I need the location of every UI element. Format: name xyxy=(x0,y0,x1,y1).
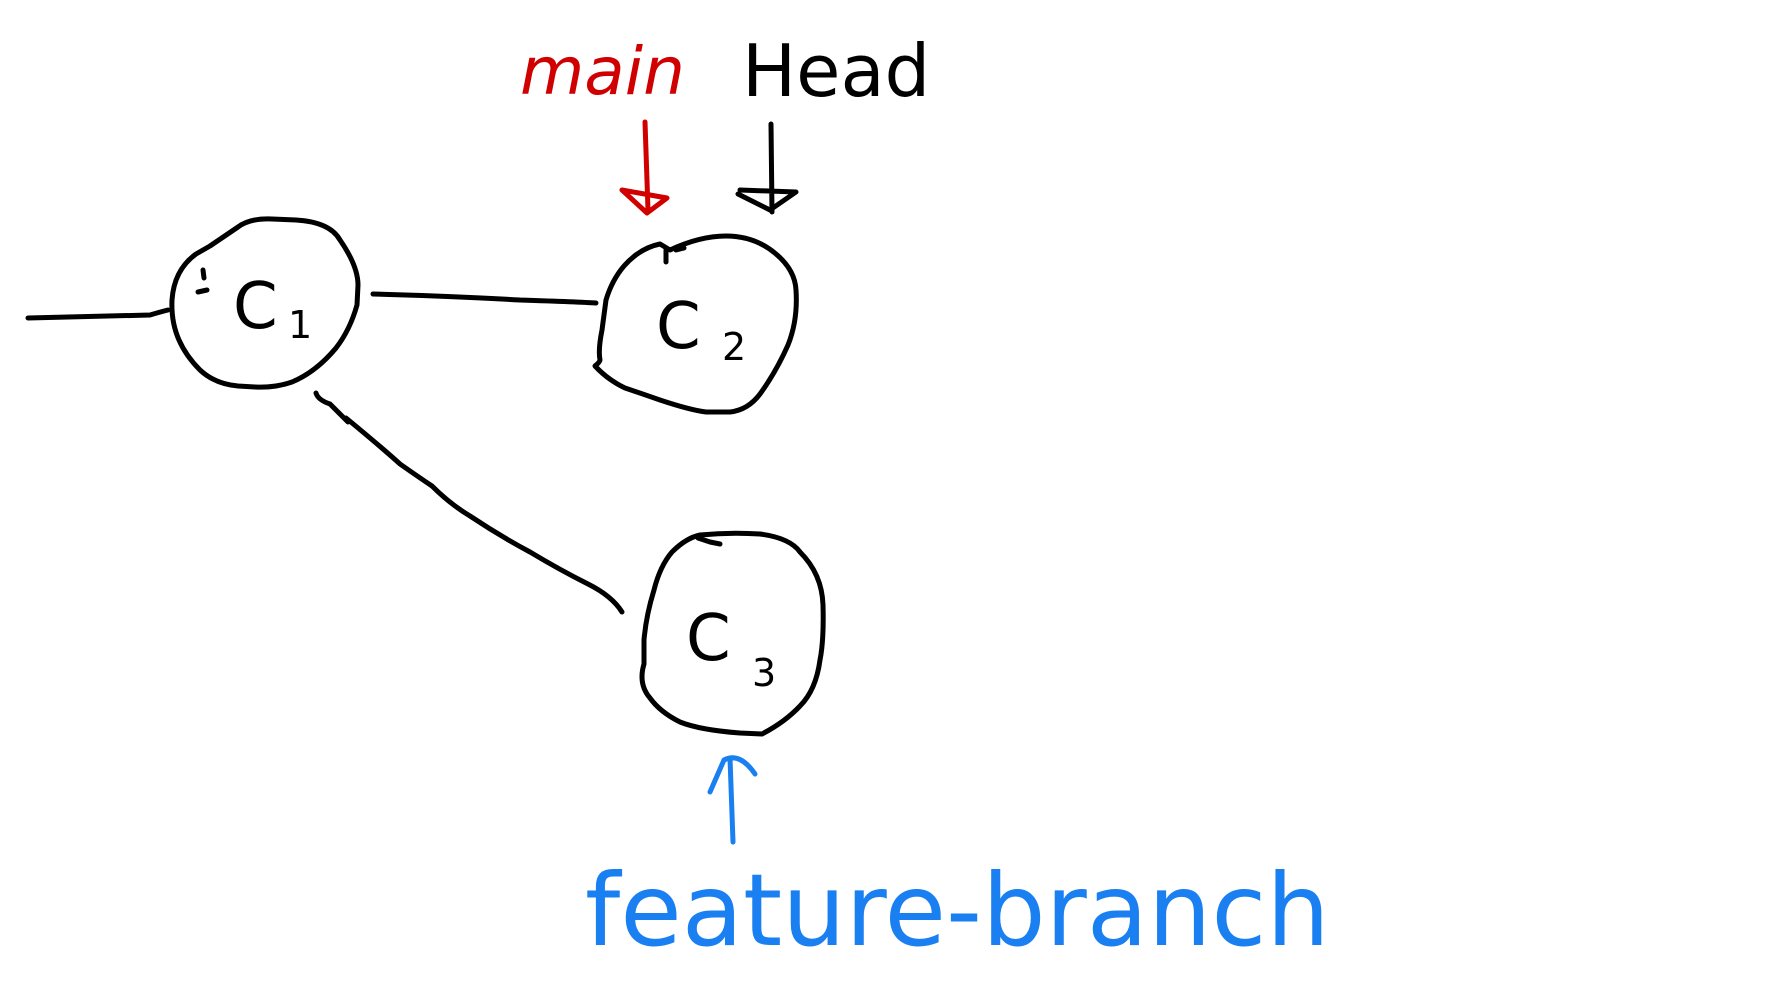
commit-c3-tick xyxy=(695,535,723,547)
commit-c3-circle xyxy=(639,530,826,737)
head-pointer: Head xyxy=(735,29,930,215)
commit-c2-subscript: 2 xyxy=(722,325,746,369)
feature-branch-label: feature-branch xyxy=(585,852,1330,969)
commit-c2-tick xyxy=(663,245,687,265)
history-edge xyxy=(25,307,171,321)
commit-c2-circle xyxy=(592,233,799,415)
commit-c1-label: C xyxy=(233,270,278,344)
head-pointer-label: Head xyxy=(742,29,930,113)
main-arrow-icon xyxy=(619,119,670,216)
commit-c3-subscript: 3 xyxy=(752,651,776,695)
feature-arrow-icon xyxy=(707,755,758,845)
edge-c1-c2 xyxy=(370,291,599,306)
commit-c1-subscript: 1 xyxy=(288,303,312,347)
head-arrow-icon xyxy=(735,121,799,215)
commit-c3-label: C xyxy=(686,602,731,676)
main-pointer-label: main xyxy=(520,33,685,110)
commit-c2: C 2 xyxy=(592,233,799,415)
feature-branch-pointer: feature-branch xyxy=(585,755,1330,969)
edge-c1-c3 xyxy=(313,390,625,615)
commit-c1: C 1 xyxy=(169,216,361,390)
commit-c1-circle xyxy=(169,216,361,390)
commit-c2-label: C xyxy=(656,290,701,364)
commit-c1-tick xyxy=(195,267,210,295)
commit-c3: C 3 xyxy=(639,530,826,737)
main-pointer: main xyxy=(520,33,685,216)
